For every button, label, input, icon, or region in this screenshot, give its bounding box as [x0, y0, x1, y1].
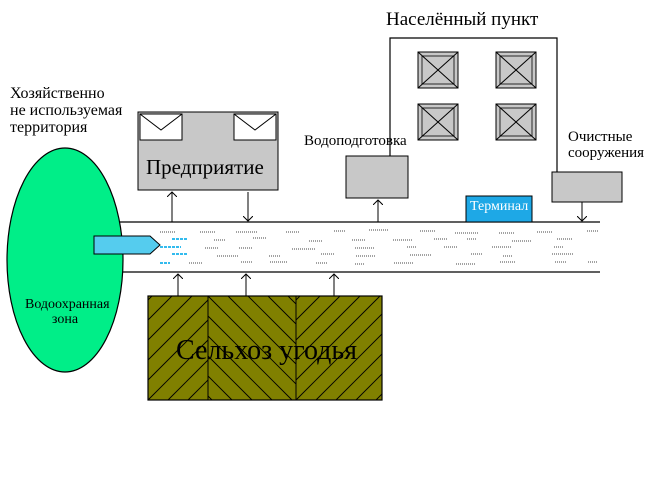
- unused-territory-line: Хозяйственно: [10, 85, 105, 102]
- settlement-building-2: [495, 51, 537, 89]
- field-hatch-line: [207, 295, 297, 385]
- field-hatch-line: [207, 315, 293, 401]
- protection-zone-line: зона: [51, 311, 79, 327]
- field-hatch-line: [147, 299, 209, 361]
- enterprise-building: [137, 111, 279, 191]
- river-water: [160, 229, 598, 265]
- treatment-facilities-label: Очистные сооружения: [568, 129, 645, 162]
- settlement-building-3: [417, 103, 459, 141]
- field-hatch-line: [187, 379, 209, 401]
- field-hatch-line: [335, 353, 383, 401]
- field-hatch-line: [207, 335, 273, 401]
- field-hatch-line: [147, 295, 153, 301]
- field-hatch-line: [247, 295, 297, 345]
- enterprise-label: Предприятие: [146, 155, 264, 179]
- unused-territory-label: Хозяйственно не используемая территория: [10, 85, 123, 136]
- field-hatch-line: [315, 333, 383, 401]
- field-hatch-line: [295, 313, 383, 401]
- field-hatch-line: [207, 375, 233, 401]
- water-treatment-box: [345, 155, 409, 199]
- field-hatch-line: [147, 339, 209, 401]
- water-treatment-label: Водоподготовка: [304, 133, 407, 149]
- settlement-outline: [389, 37, 558, 190]
- settlement-building-4: [495, 103, 537, 141]
- field-hatch-line: [147, 295, 173, 321]
- field-hatch-line: [355, 373, 383, 401]
- field-hatch-line: [295, 295, 341, 341]
- settlement-label: Населённый пункт: [386, 9, 539, 30]
- field-hatch-line: [295, 295, 301, 301]
- outflow-pipe: [93, 235, 161, 255]
- field-hatch-line: [295, 295, 361, 361]
- water-protection-zone: [6, 147, 124, 373]
- protection-zone-line: Водоохранная: [25, 297, 110, 312]
- terminal-label: Терминал: [470, 199, 529, 214]
- field-hatch-line: [295, 295, 381, 381]
- terminal-box: [465, 195, 533, 223]
- field-hatch-line: [267, 295, 297, 325]
- treatment-facilities-line: сооружения: [568, 144, 645, 161]
- treatment-facilities-line: Очистные: [568, 129, 633, 145]
- treatment-facilities-box: [551, 171, 623, 203]
- field-hatch-line: [295, 295, 321, 321]
- field-hatch-line: [167, 359, 209, 401]
- agricultural-lands: [147, 295, 383, 401]
- field-hatch-line: [375, 393, 383, 401]
- protection-zone-label: Водоохранная зона: [25, 297, 110, 327]
- field-hatch-line: [207, 395, 213, 401]
- field-hatch-line: [147, 295, 193, 341]
- unused-territory-line: не используемая: [10, 101, 123, 119]
- agriculture-label: Сельхоз угодья: [176, 335, 358, 366]
- field-hatch-line: [287, 295, 297, 305]
- field-hatch-line: [207, 355, 253, 401]
- field-hatch-line: [147, 319, 209, 381]
- unused-territory-line: территория: [10, 118, 88, 136]
- settlement-building-1: [417, 51, 459, 89]
- flow-arrows: [172, 192, 582, 296]
- field-hatch-line: [227, 295, 297, 365]
